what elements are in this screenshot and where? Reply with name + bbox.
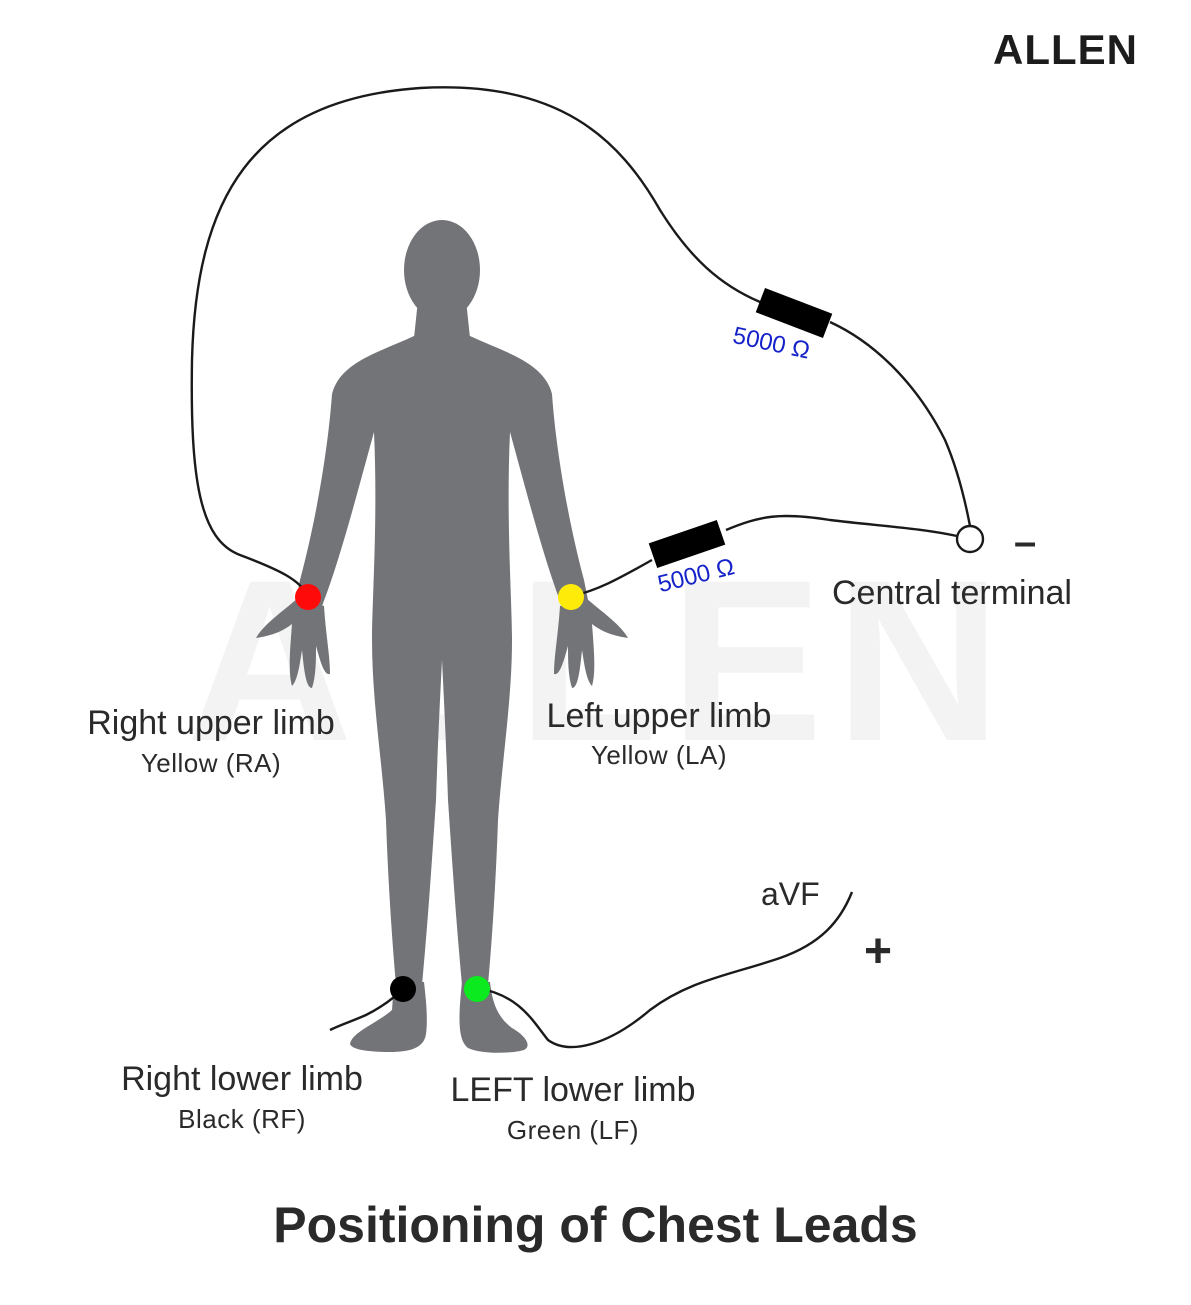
- electrode-right-lower-dot: [390, 976, 416, 1002]
- human-silhouette: [256, 220, 628, 1053]
- resistor-bottom: [648, 519, 726, 569]
- electrode-left-upper-dot: [558, 584, 584, 610]
- left-upper-limb-label: Left upper limb: [546, 697, 772, 735]
- right-upper-limb-label: Right upper limb: [87, 704, 335, 742]
- left-lower-limb-color: Green (LF): [506, 1115, 640, 1145]
- avf-plus-sign: +: [864, 925, 893, 978]
- resistor-top: [755, 287, 833, 339]
- left-lower-limb-label: LEFT lower limb: [450, 1071, 696, 1109]
- central-terminal-node: [955, 524, 985, 554]
- lead-wires: [190, 86, 972, 1049]
- avf-label: aVF: [761, 876, 820, 912]
- right-lower-limb-color: Black (RF): [178, 1104, 306, 1134]
- wire-top-resistor-to-terminal: [829, 320, 972, 527]
- brand-logo: ALLEN: [993, 26, 1138, 73]
- terminal-minus-sign: –: [1014, 520, 1037, 564]
- left-upper-limb-color: Yellow (LA): [590, 740, 728, 770]
- wire-bottom-resistor-to-terminal: [725, 514, 958, 538]
- central-terminal-label: Central terminal: [832, 574, 1072, 612]
- wire-right-arm-loop: [190, 86, 761, 597]
- right-upper-limb-color: Yellow (RA): [140, 748, 282, 778]
- electrode-left-lower-dot: [464, 976, 490, 1002]
- electrode-right-upper-dot: [295, 584, 321, 610]
- diagram-title: Positioning of Chest Leads: [273, 1197, 918, 1253]
- wire-left-leg-to-avf: [477, 891, 854, 1049]
- right-lower-limb-label: Right lower limb: [121, 1060, 363, 1098]
